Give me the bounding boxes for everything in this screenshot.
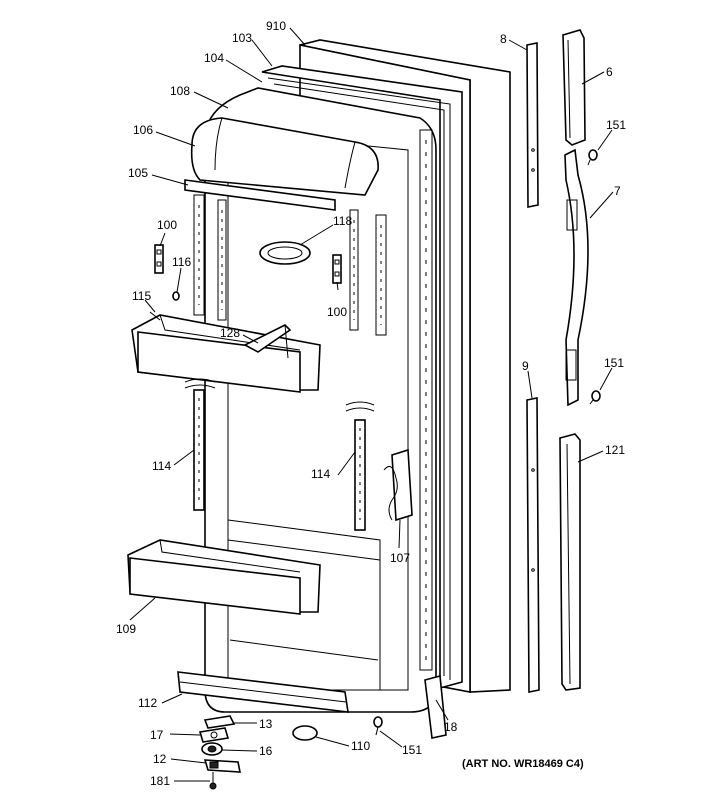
screw-116 (172, 291, 180, 301)
cap-110 (292, 725, 318, 741)
label-107: 107 (390, 551, 410, 565)
label-114-right: 114 (311, 467, 330, 481)
part-labels: 910 103 104 108 106 105 100 116 115 118 … (116, 19, 626, 788)
label-17: 17 (150, 728, 164, 742)
label-12: 12 (153, 752, 167, 766)
screw-151-middle (589, 390, 601, 405)
label-112: 112 (138, 696, 157, 710)
label-115: 115 (132, 289, 151, 303)
label-108: 108 (170, 84, 190, 98)
side-trim-18 (424, 674, 447, 739)
bushing-16 (201, 742, 223, 756)
label-7: 7 (614, 184, 621, 198)
label-151-top: 151 (606, 118, 626, 132)
screw-151-bottom (373, 716, 383, 736)
label-9: 9 (522, 359, 529, 373)
label-151-bottom: 151 (402, 743, 422, 757)
label-8: 8 (500, 32, 507, 46)
shelf-clip-left (154, 244, 164, 274)
label-151-middle: 151 (604, 356, 624, 370)
screw-181 (209, 772, 217, 790)
label-121: 121 (605, 443, 625, 457)
label-181: 181 (150, 774, 170, 788)
label-6: 6 (606, 65, 613, 79)
handle-recess (259, 241, 311, 265)
label-13: 13 (259, 717, 273, 731)
hinge-plate-13 (203, 715, 236, 729)
label-100-left: 100 (157, 218, 177, 232)
handle-trim-8 (526, 42, 539, 208)
label-118: 118 (333, 214, 352, 228)
label-104: 104 (204, 51, 224, 65)
washer-17 (198, 727, 230, 743)
trim-strip-right (345, 401, 375, 531)
label-114-left: 114 (152, 459, 171, 473)
label-910: 910 (266, 19, 286, 33)
door-gasket (261, 65, 463, 690)
label-106: 106 (133, 123, 153, 137)
label-16: 16 (259, 744, 273, 758)
handle-trim-9 (526, 397, 540, 693)
shelf-clip-right (332, 254, 342, 284)
label-109: 109 (116, 622, 136, 636)
leader-lines (129, 27, 614, 782)
upper-door-shelf (131, 311, 321, 393)
hinge-bracket (383, 448, 413, 522)
bottom-trim-rail (177, 671, 349, 713)
art-number: (ART NO. WR18469 C4) (462, 758, 584, 770)
canister-rail (184, 179, 336, 211)
handle-cap-6 (562, 29, 586, 146)
label-100-right: 100 (327, 305, 347, 319)
label-105: 105 (128, 166, 148, 180)
label-18: 18 (444, 720, 458, 734)
screw-151-top (587, 149, 598, 166)
lower-door-bin (127, 539, 321, 615)
door-handle-7 (564, 148, 589, 407)
handle-cap-121 (559, 433, 581, 691)
top-canister (190, 117, 379, 196)
label-110: 110 (351, 739, 370, 753)
label-116: 116 (172, 255, 191, 269)
label-103: 103 (232, 31, 252, 45)
label-128: 128 (220, 326, 240, 340)
hinge-12 (203, 759, 241, 773)
